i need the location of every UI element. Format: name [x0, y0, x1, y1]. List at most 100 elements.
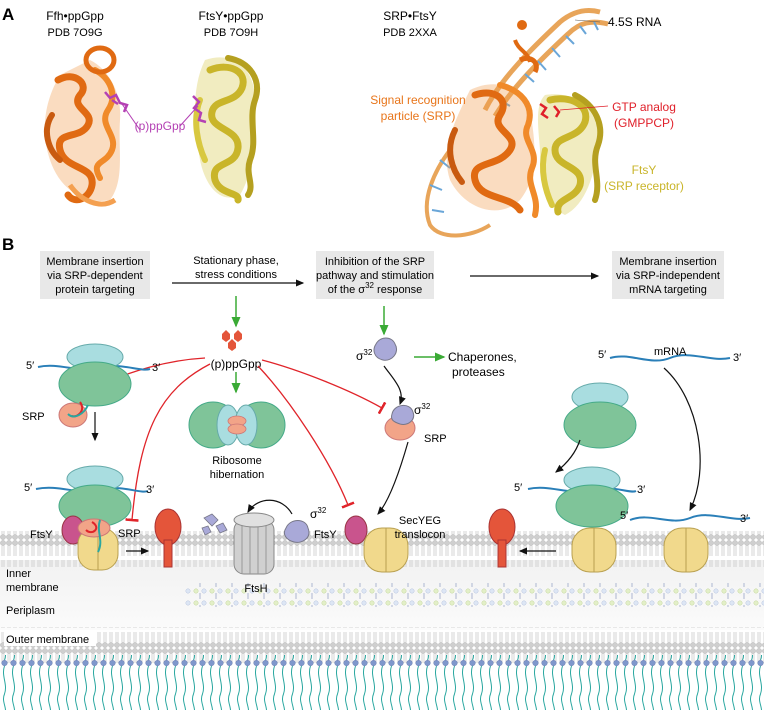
srp-dependent-box-line1: Membrane insertion	[46, 256, 143, 268]
ribo3-five-prime: 5′	[514, 482, 522, 494]
outer-membrane-label-bg	[4, 631, 96, 646]
inhibit-ftsy	[257, 365, 355, 509]
secyeg-translocon-middle	[344, 515, 409, 573]
hibernation-label-line2: hibernation	[210, 469, 264, 481]
sigma-degradation-arrow	[247, 499, 293, 515]
sigma32-near-ftsh	[283, 520, 310, 543]
srp-dependent-box	[40, 251, 150, 299]
srp-label-line1: Signal recognition	[370, 93, 465, 107]
srp-independent-box-line3: mRNA targeting	[629, 284, 707, 296]
panel-b-letter: B	[2, 235, 14, 254]
arrow-sigma-to-srp	[383, 365, 406, 406]
srp-inhibition-box-line2: pathway and stimulation	[316, 270, 434, 282]
ftsy-structure-title: FtsY•ppGpp	[199, 9, 264, 23]
srp-dependent-box-line2: via SRP-dependent	[47, 270, 142, 282]
srp-independent-box-line1: Membrane insertion	[619, 256, 716, 268]
ppgpp-label: (p)ppGpp	[211, 357, 262, 371]
chaperones-label-line1: Chaperones,	[448, 350, 517, 364]
outer-membrane-label: Outer membrane	[6, 634, 89, 646]
arrow-srp-to-translocon	[377, 441, 409, 515]
ffh-pdb-id: PDB 7O9G	[47, 27, 102, 39]
stationary-phase-label-line2: stress conditions	[195, 269, 277, 281]
srp-ftsy-pdb-id: PDB 2XXA	[383, 27, 437, 39]
inserted-membrane-protein-right	[488, 508, 516, 568]
sigma32-srp-complex	[384, 405, 416, 441]
gtp-analog-label-line1: GTP analog	[612, 100, 676, 114]
ribo3-three-prime: 3′	[637, 484, 645, 496]
sigma-superscript-bound: 32	[421, 402, 430, 411]
srp-ftsy-structure-title: SRP•FtsY	[383, 9, 437, 23]
srp-inhibition-box-line1: Inhibition of the SRP	[325, 256, 425, 268]
ftsy-receptor-label-line1: FtsY	[632, 163, 657, 177]
gtp-analog-label-line2: (GMPPCP)	[614, 116, 674, 130]
ligand-pointer-left	[121, 103, 141, 131]
mrna-translocon-three-prime: 3′	[740, 513, 748, 525]
box-line3-superscript: 32	[365, 281, 374, 290]
secyeg-label-line2: translocon	[395, 529, 446, 541]
stationary-phase-label-line1: Stationary phase,	[193, 255, 279, 267]
ppgpp-molecule-icon	[222, 330, 242, 351]
box-line3-sigma: σ	[358, 284, 365, 296]
ribo2-three-prime: 3′	[146, 484, 154, 496]
sigma32-label-free: σ32	[356, 348, 373, 363]
srp-label-line2: particle (SRP)	[381, 109, 456, 123]
rna-label-pointer	[574, 19, 601, 23]
srp-label-mid: SRP	[424, 433, 447, 445]
sigma32-free-icon	[373, 337, 397, 361]
inhibit-sigma-srp	[261, 359, 387, 415]
lps-layer	[0, 655, 764, 710]
ribo1-five-prime: 5′	[26, 360, 34, 372]
periplasm-label: Periplasm	[6, 605, 55, 617]
srp-inhibition-box-line3: of the σ32 response	[328, 281, 423, 296]
sigma-symbol-ftsh: σ	[310, 507, 318, 521]
ftsy-label-middle: FtsY	[314, 529, 337, 541]
mrna-at-translocon	[629, 514, 751, 522]
mrna-three-prime: 3′	[733, 352, 741, 364]
sigma32-label-bound: σ32	[414, 402, 431, 417]
sigma-symbol-bound: σ	[414, 403, 422, 417]
box-line3-prefix: of the	[328, 284, 359, 296]
ribo2-five-prime: 5′	[24, 482, 32, 494]
mrna-strand	[609, 354, 731, 362]
hibernating-ribosome-dimer	[188, 401, 286, 449]
sigma-symbol: σ	[356, 349, 364, 363]
panel-a-letter: A	[2, 5, 14, 24]
ffh-ppgpp-structure-image	[43, 45, 129, 207]
degraded-sigma-fragments	[201, 513, 228, 536]
secyeg-label-line1: SecYEG	[399, 515, 441, 527]
hibernation-label-line1: Ribosome	[212, 455, 262, 467]
srp-independent-targeting-complex	[527, 466, 637, 573]
box-line3-suffix: response	[374, 284, 422, 296]
srp-inhibition-box	[316, 251, 434, 299]
mrna-translocon-five-prime: 5′	[620, 510, 628, 522]
mrna-label: mRNA	[654, 346, 687, 358]
ligand-pointer-right	[179, 105, 199, 127]
ftsy-receptor-label-line2: (SRP receptor)	[604, 179, 684, 193]
srp-dependent-box-line3: protein targeting	[55, 284, 135, 296]
srp-independent-box-line2: via SRP-independent	[616, 270, 720, 282]
ppgpp-ligand-label: (p)ppGpp	[135, 119, 186, 133]
inner-membrane-label-line2: membrane	[6, 582, 59, 594]
ftsy-label-left: FtsY	[30, 529, 53, 541]
ftsy-pdb-id: PDB 7O9H	[204, 27, 258, 39]
translating-ribosome-with-srp	[37, 343, 151, 428]
srp-dependent-targeting-complex	[35, 465, 149, 571]
sigma32-label-ftsh: σ32	[310, 506, 327, 521]
ribo1-three-prime: 3′	[152, 362, 160, 374]
inserted-membrane-protein-left	[154, 508, 182, 568]
sigma-superscript: 32	[363, 348, 372, 357]
chaperones-label-line2: proteases	[452, 365, 505, 379]
secyeg-translocon-right	[663, 527, 709, 573]
mrna-five-prime: 5′	[598, 349, 606, 361]
peptidoglycan-layer	[185, 583, 764, 607]
srp-ftsy-complex-structure-image	[424, 7, 609, 238]
srp-label-left-membrane: SRP	[118, 528, 141, 540]
srp-label-left: SRP	[22, 411, 45, 423]
arrow-mrna-down	[663, 367, 701, 512]
gtp-label-pointer	[559, 105, 609, 111]
arrow-ribosome-to-membrane	[555, 439, 581, 473]
rna-label: 4.5S RNA	[608, 15, 661, 29]
inner-membrane-label-line1: Inner	[6, 568, 31, 580]
free-ribosome-right	[563, 382, 637, 449]
